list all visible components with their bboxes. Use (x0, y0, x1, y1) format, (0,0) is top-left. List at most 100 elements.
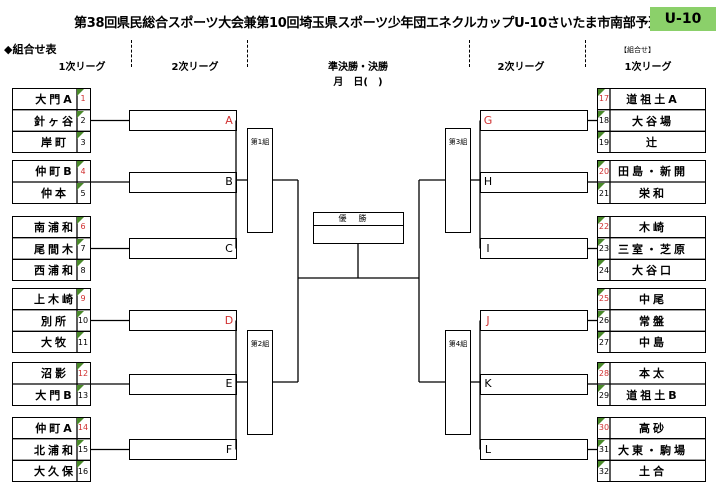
match-label: B (225, 175, 233, 188)
match-label: K (484, 377, 492, 390)
team-name: 栄和 (639, 187, 667, 200)
team-seed-number: 31 (598, 439, 610, 460)
team-name: 南浦和 (34, 220, 76, 234)
team-group-right-3 (597, 216, 706, 281)
team-seed-number: 21 (598, 183, 610, 203)
team-name: 北浦和 (34, 443, 76, 457)
pool-box-2 (247, 330, 273, 435)
header-center-line1: 準決勝・決勝 (328, 62, 388, 73)
match-label: I (486, 241, 490, 255)
team-seed-number: 3 (77, 132, 89, 152)
team-seed-number: 26 (598, 310, 610, 331)
team-name: 道祖土B (626, 389, 680, 402)
match-label: J (486, 313, 490, 327)
match-box-A (129, 110, 237, 131)
match-box-C (129, 238, 237, 259)
team-name: 仲本 (41, 187, 69, 200)
team-seed-number: 27 (598, 332, 610, 352)
team-name: 大谷場 (632, 114, 674, 128)
team-name: 大牧 (41, 336, 69, 350)
team-name: 辻 (646, 136, 660, 150)
team-seed-number: 7 (77, 238, 89, 259)
pool-label: 第1組 (250, 138, 270, 146)
team-seed-number: 24 (598, 260, 610, 280)
match-box-H (480, 171, 588, 193)
team-group-left-6 (12, 417, 91, 482)
team-seed-number: 18 (598, 110, 610, 131)
team-name: 本太 (639, 367, 667, 380)
pool-label: 第4組 (448, 340, 468, 348)
team-group-left-5 (12, 362, 91, 406)
match-label: F (225, 442, 233, 456)
pool-box-3 (445, 128, 471, 233)
team-name: 大門B (35, 389, 75, 402)
team-seed-number: 10 (77, 310, 89, 331)
team-name: 常盤 (639, 314, 667, 328)
team-name: 大門A (35, 92, 75, 106)
pool-label: 第3組 (448, 138, 468, 146)
team-seed-number: 28 (598, 363, 610, 383)
header-right-note: 【組合せ】 (620, 46, 655, 54)
team-name: 岸町 (41, 136, 69, 150)
team-seed-number: 6 (77, 216, 89, 237)
team-name: 大東・駒場 (618, 443, 688, 457)
team-seed-number: 11 (77, 332, 89, 352)
team-name: 別所 (41, 314, 69, 328)
team-group-right-1 (597, 88, 706, 153)
team-seed-number: 5 (77, 183, 89, 203)
team-group-right-6 (597, 417, 706, 482)
team-seed-number: 9 (77, 288, 89, 309)
team-seed-number: 14 (77, 417, 89, 438)
team-name: 仲町A (35, 421, 75, 435)
champion-box: 優勝 (313, 212, 404, 244)
team-group-right-5 (597, 362, 706, 406)
header-right-first-league: 1次リーグ (624, 62, 672, 73)
team-name: 大谷口 (632, 264, 674, 278)
match-box-E (129, 373, 237, 395)
match-label: E (225, 377, 233, 390)
match-label: H (483, 175, 493, 188)
team-group-left-1 (12, 88, 91, 153)
champion-label: 優勝 (314, 213, 403, 226)
team-seed-number: 17 (598, 88, 610, 109)
page-title: 第38回県民総合スポーツ大会兼第10回埼玉県スポーツ少年団エネクルカップU-10… (74, 16, 661, 31)
team-seed-number: 1 (77, 88, 89, 109)
team-seed-number: 8 (77, 260, 89, 280)
team-name: 大久保 (34, 465, 76, 479)
section-title: ◆組合せ表 (4, 43, 57, 56)
match-box-J (480, 310, 588, 331)
team-seed-number: 15 (77, 439, 89, 460)
pool-box-1 (247, 128, 273, 233)
match-box-F (129, 439, 237, 460)
team-seed-number: 29 (598, 385, 610, 405)
header-left-second-league: 2次リーグ (171, 62, 219, 73)
team-name: 沼影 (41, 367, 69, 380)
match-label: L (484, 442, 492, 456)
team-name: 尾間木 (34, 242, 76, 256)
team-seed-number: 19 (598, 132, 610, 152)
team-name: 三室・芝原 (618, 242, 688, 256)
match-box-L (480, 439, 588, 460)
team-seed-number: 20 (598, 161, 610, 181)
pool-box-4 (445, 330, 471, 435)
header-right-second-league: 2次リーグ (497, 62, 545, 73)
match-label: A (225, 113, 233, 127)
team-seed-number: 32 (598, 461, 610, 481)
team-name: 針ヶ谷 (34, 114, 76, 128)
match-box-G (480, 110, 588, 131)
team-group-right-4 (597, 288, 706, 353)
category-badge: U-10 (650, 7, 716, 31)
match-box-D (129, 310, 237, 331)
team-name: 木崎 (639, 220, 667, 234)
team-name: 道祖土A (626, 92, 680, 106)
team-name: 上木崎 (34, 292, 76, 306)
team-name: 西浦和 (34, 264, 76, 278)
team-seed-number: 2 (77, 110, 89, 131)
team-seed-number: 23 (598, 238, 610, 259)
header-center-line2: 月 日( ) (333, 77, 383, 88)
team-seed-number: 22 (598, 216, 610, 237)
header-left-first-league: 1次リーグ (58, 62, 106, 73)
team-group-left-4 (12, 288, 91, 353)
team-group-left-3 (12, 216, 91, 281)
match-box-I (480, 238, 588, 259)
